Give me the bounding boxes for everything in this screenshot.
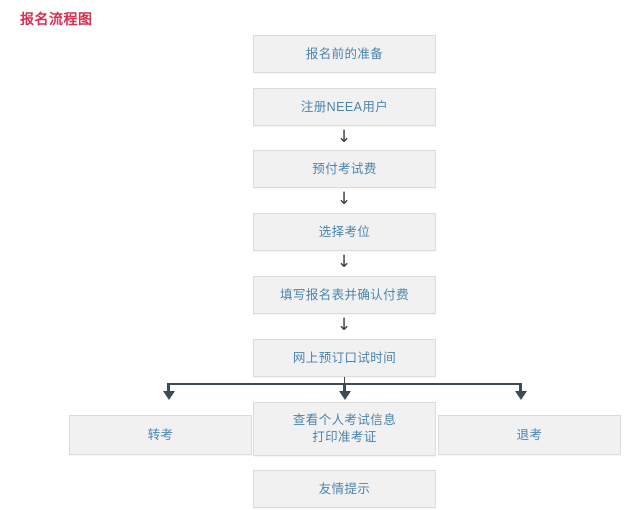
branch-arrow-center-icon [338, 391, 351, 400]
page-title: 报名流程图 [20, 11, 93, 27]
flow-node-step-register-neea[interactable]: 注册NEEA用户 [253, 88, 436, 126]
arrow-down-icon: ↓ [336, 315, 352, 335]
flow-node-step-select-seat[interactable]: 选择考位 [253, 213, 436, 251]
flow-node-branch-transfer-exam[interactable]: 转考 [69, 415, 252, 455]
branch-arrow-right-stem [519, 383, 522, 393]
arrow-down-icon: ↓ [336, 189, 352, 209]
branch-connector-stem [343, 377, 345, 384]
branch-arrow-left-stem [167, 383, 170, 393]
flow-node-branch-view-info-print-admission[interactable]: 查看个人考试信息 打印准考证 [253, 402, 436, 456]
arrow-down-icon: ↓ [336, 127, 352, 147]
flow-node-step-preparation[interactable]: 报名前的准备 [253, 35, 436, 73]
flow-node-step-fill-form-confirm-payment[interactable]: 填写报名表并确认付费 [253, 276, 436, 314]
branch-arrow-center-stem [343, 383, 346, 393]
flow-node-branch-cancel-exam[interactable]: 退考 [438, 415, 621, 455]
flow-node-step-friendly-tips[interactable]: 友情提示 [253, 470, 436, 508]
arrow-down-icon: ↓ [336, 252, 352, 272]
branch-arrow-left-icon [162, 391, 175, 400]
branch-arrow-right-icon [514, 391, 527, 400]
flow-node-step-book-speaking-time[interactable]: 网上预订口试时间 [253, 339, 436, 377]
flow-node-step-prepay-fee[interactable]: 预付考试费 [253, 150, 436, 188]
